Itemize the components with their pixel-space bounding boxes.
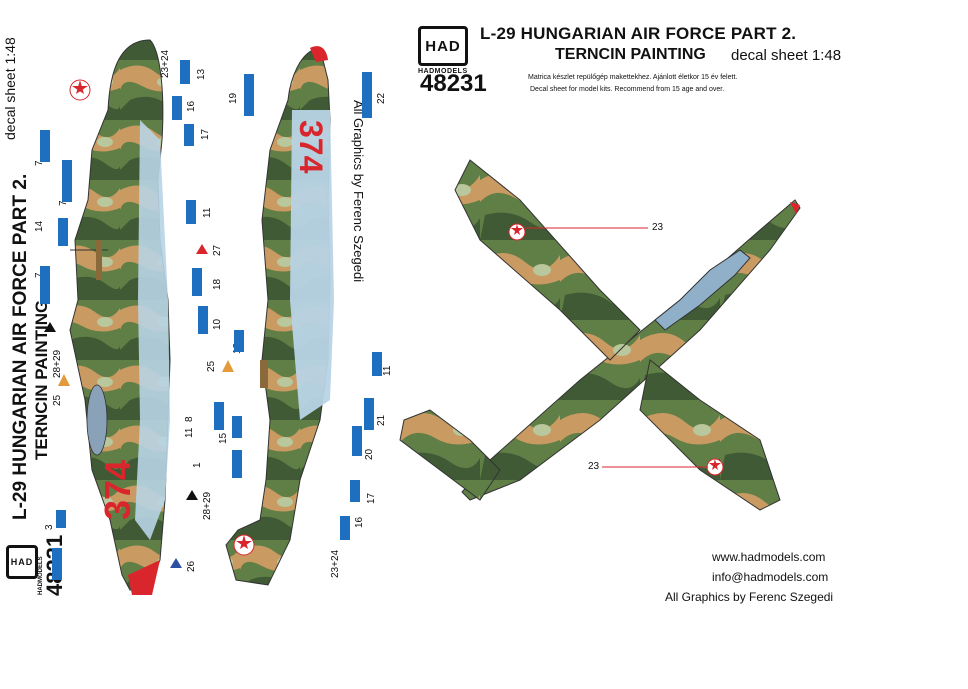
marker-black-2 bbox=[186, 490, 198, 500]
callout-mid-17: 17 bbox=[366, 492, 377, 504]
scale-label: decal sheet 1:48 bbox=[731, 47, 842, 64]
product-number: 48231 bbox=[420, 70, 487, 97]
description-hu: Matrica készlet repülőgép makettekhez. A… bbox=[528, 74, 738, 81]
logo-mark: HAD bbox=[418, 26, 468, 66]
callout-tag bbox=[350, 480, 360, 502]
callout-tag bbox=[172, 96, 182, 120]
callout-mid-11a: 11 bbox=[184, 427, 195, 438]
callout-left-28-29b: 28+29 bbox=[202, 491, 213, 520]
callout-tag bbox=[340, 516, 350, 540]
page-title: L-29 HUNGARIAN AIR FORCE PART 2. bbox=[480, 24, 797, 43]
callout-tag bbox=[352, 426, 362, 456]
credit: All Graphics by Ferenc Szegedi bbox=[665, 590, 834, 604]
side-logo-text: HAD bbox=[10, 557, 34, 567]
callout-top-23a: 23 bbox=[652, 222, 664, 233]
email: info@hadmodels.com bbox=[712, 570, 829, 584]
callout-tag bbox=[198, 306, 208, 334]
callout-tag bbox=[56, 510, 66, 528]
marker-black-1 bbox=[44, 322, 56, 332]
callout-mid-25: 25 bbox=[206, 360, 217, 372]
marker-orange-1 bbox=[58, 374, 70, 386]
callout-tag bbox=[186, 200, 196, 224]
callout-left-25: 25 bbox=[52, 394, 63, 406]
callout-mid-23-24: 23+24 bbox=[330, 549, 341, 578]
callout-tag bbox=[58, 218, 68, 246]
marker-orange-2 bbox=[222, 360, 234, 372]
callout-left-17: 17 bbox=[200, 128, 211, 140]
callout-tag bbox=[214, 402, 224, 430]
callout-left-14: 14 bbox=[34, 220, 45, 232]
callout-mid-19: 19 bbox=[228, 92, 239, 104]
marker-blue-1 bbox=[170, 558, 182, 568]
callout-top-23b: 23 bbox=[588, 461, 600, 472]
callout-left-1: 1 bbox=[192, 462, 203, 468]
callout-mid-8: 8 bbox=[184, 416, 195, 422]
marker-red-1 bbox=[196, 244, 208, 254]
callout-tag bbox=[244, 74, 254, 116]
callout-tag bbox=[62, 160, 72, 202]
website: www.hadmodels.com bbox=[712, 550, 826, 564]
left-aircraft: 374 bbox=[69, 39, 171, 595]
callout-left-23-24: 23+24 bbox=[160, 49, 171, 78]
svg-text:374: 374 bbox=[97, 460, 138, 520]
top-aircraft bbox=[399, 159, 801, 511]
callout-tag bbox=[234, 330, 244, 352]
callout-mid-16: 16 bbox=[354, 516, 365, 528]
description-en: Decal sheet for model kits. Recommend fr… bbox=[530, 86, 725, 93]
svg-text:374: 374 bbox=[293, 120, 329, 174]
callout-tag bbox=[40, 266, 50, 304]
callout-left-11: 11 bbox=[202, 207, 213, 218]
callout-mid-20: 20 bbox=[364, 448, 375, 460]
side-logo-mark: HAD bbox=[6, 545, 38, 579]
callout-tag bbox=[362, 72, 372, 118]
callout-left-27: 27 bbox=[212, 244, 223, 256]
callout-tag bbox=[372, 352, 382, 376]
callout-mid-11b: 11 bbox=[382, 365, 393, 376]
callout-mid-22: 22 bbox=[376, 92, 387, 104]
callout-tag bbox=[232, 416, 242, 438]
callout-tag bbox=[184, 124, 194, 146]
callout-tag bbox=[192, 268, 202, 296]
callout-left-16: 16 bbox=[186, 100, 197, 112]
callout-left-3: 3 bbox=[44, 524, 55, 530]
callout-tag bbox=[364, 398, 374, 430]
callout-left-13: 13 bbox=[196, 68, 207, 80]
side-logo: HAD bbox=[6, 545, 38, 579]
callout-left-28-29a: 28+29 bbox=[52, 349, 63, 378]
callout-left-18: 18 bbox=[212, 278, 223, 290]
callout-left-26: 26 bbox=[186, 560, 197, 572]
brand-name: HADMODELS bbox=[418, 68, 468, 75]
callout-tag bbox=[40, 130, 50, 162]
logo-text: HAD bbox=[425, 37, 461, 55]
callout-tag bbox=[52, 548, 62, 580]
callout-left-10: 10 bbox=[212, 318, 223, 330]
callout-mid-15: 15 bbox=[218, 432, 229, 444]
callout-tag bbox=[180, 60, 190, 84]
page-subtitle: TERNCIN PAINTING bbox=[555, 46, 706, 63]
callout-mid-21: 21 bbox=[376, 414, 387, 426]
callout-tag bbox=[232, 450, 242, 478]
middle-aircraft: 374 bbox=[225, 46, 334, 586]
had-logo: HAD HADMODELS bbox=[418, 26, 468, 75]
